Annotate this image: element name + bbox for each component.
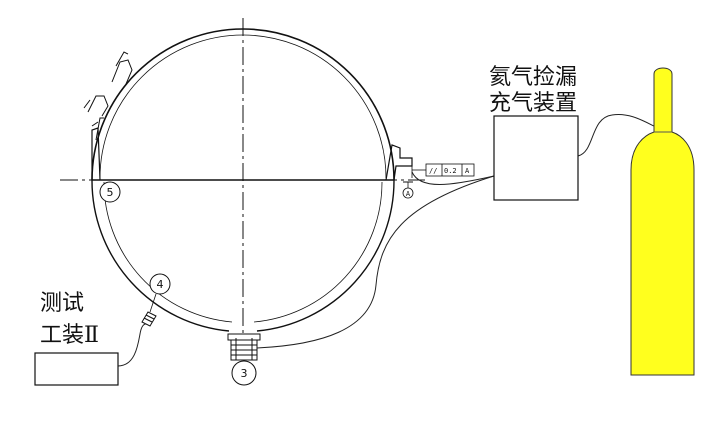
helium-gas-cylinder (630, 67, 695, 376)
hoses (117, 113, 659, 367)
spherical-tank (91, 28, 413, 332)
bottom-port (227, 333, 261, 361)
callout-4-circle (149, 273, 171, 295)
callout-3-circle (231, 360, 257, 386)
upper-nozzles (83, 51, 133, 127)
callout-4-leader (149, 293, 157, 313)
helium-device-label-line1: 氦气捡漏 (489, 65, 577, 90)
callout-5-label: 5 (107, 186, 114, 199)
parallelism-tolerance-frame: // 0.2 A (411, 163, 475, 178)
callout-4-label: 4 (157, 278, 164, 291)
tolerance-value: 0.2 (444, 167, 457, 175)
datum-a-label: A (406, 190, 411, 198)
callout-3-label: 3 (241, 367, 248, 380)
helium-charging-device (493, 115, 579, 201)
helium-device-label-line2: 充气装置 (489, 91, 577, 116)
test-fixture-label-line1: 测试 (40, 291, 84, 316)
tolerance-symbol: // (429, 167, 437, 175)
lower-left-fitting (141, 311, 157, 327)
test-fixture (34, 352, 119, 386)
tolerance-datum: A (465, 167, 470, 175)
callout-5-circle (99, 181, 121, 203)
datum-a-marker: A (402, 181, 414, 199)
test-fixture-label-line2: 工装Ⅱ (40, 323, 99, 348)
